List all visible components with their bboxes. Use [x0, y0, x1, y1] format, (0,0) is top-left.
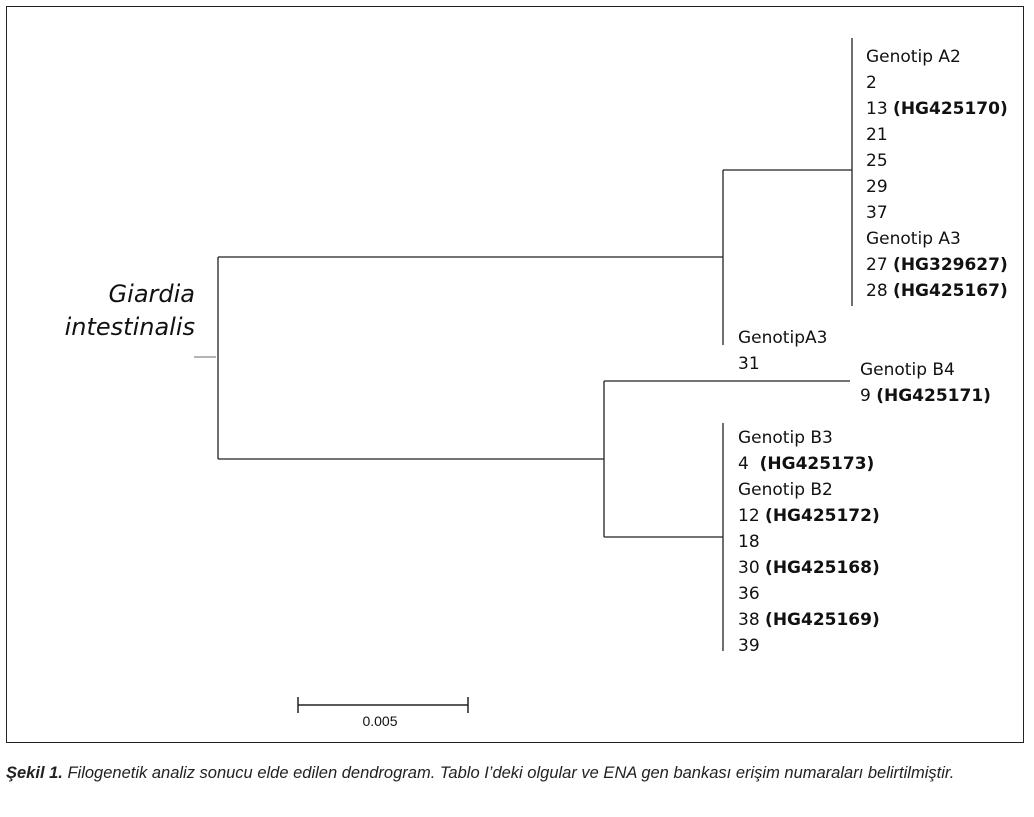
- leaf-name: 9: [860, 386, 877, 406]
- leaf-name: 36: [738, 584, 760, 604]
- leaf-name: 25: [866, 151, 888, 171]
- root-taxon-line2: intestinalis: [64, 313, 195, 341]
- leaf-name: 4: [738, 454, 760, 474]
- leaf-label: Genotip B2: [738, 477, 880, 503]
- leaf-label: 31: [738, 351, 827, 377]
- cluster-b4-labels: Genotip B4 9 (HG425171): [860, 357, 991, 409]
- leaf-label: 37: [866, 200, 1008, 226]
- leaf-name: 12: [738, 506, 766, 526]
- cluster-b3b2-labels: Genotip B3 4 (HG425173) Genotip B2 12 (HG42…: [738, 425, 880, 659]
- leaf-name: 2: [866, 73, 877, 93]
- leaf-name: 29: [866, 177, 888, 197]
- accession-number: (HG425170): [893, 99, 1008, 119]
- leaf-name: 21: [866, 125, 888, 145]
- accession-number: (HG425167): [893, 281, 1008, 301]
- accession-number: (HG425169): [765, 610, 880, 630]
- leaf-label: 4 (HG425173): [738, 451, 880, 477]
- leaf-label: Genotip B3: [738, 425, 880, 451]
- caption-text: Filogenetik analiz sonucu elde edilen de…: [62, 764, 955, 782]
- accession-number: (HG329627): [893, 255, 1008, 275]
- leaf-label: Genotip A3: [866, 226, 1008, 252]
- leaf-label: 36: [738, 581, 880, 607]
- leaf-name: 18: [738, 532, 760, 552]
- scale-bar-label: 0.005: [362, 713, 398, 729]
- dendrogram: [194, 38, 853, 713]
- leaf-label: 39: [738, 633, 880, 659]
- leaf-name: 39: [738, 636, 760, 656]
- leaf-name: 38: [738, 610, 766, 630]
- leaf-name: 13: [866, 99, 894, 119]
- accession-number: (HG425171): [876, 386, 991, 406]
- leaf-name: 27: [866, 255, 894, 275]
- leaf-label: 30 (HG425168): [738, 555, 880, 581]
- caption-prefix: Şekil 1.: [6, 764, 63, 782]
- leaf-label: 18: [738, 529, 880, 555]
- leaf-label: 9 (HG425171): [860, 383, 991, 409]
- leaf-label: Genotip A2: [866, 44, 1008, 70]
- leaf-label: 2: [866, 70, 1008, 96]
- accession-number: (HG425168): [765, 558, 880, 578]
- leaf-label: GenotipA3: [738, 325, 827, 351]
- cluster-a3-31-labels: GenotipA3 31: [738, 325, 827, 377]
- leaf-label: 38 (HG425169): [738, 607, 880, 633]
- leaf-name: Genotip B4: [860, 360, 955, 380]
- root-taxon-line1: Giardia: [108, 280, 195, 308]
- leaf-label: 12 (HG425172): [738, 503, 880, 529]
- leaf-name: Genotip B3: [738, 428, 833, 448]
- leaf-label: 25: [866, 148, 1008, 174]
- leaf-label: 13 (HG425170): [866, 96, 1008, 122]
- accession-number: (HG425172): [765, 506, 880, 526]
- leaf-name: Genotip A2: [866, 47, 961, 67]
- accession-number: (HG425173): [759, 454, 875, 474]
- leaf-name: 30: [738, 558, 766, 578]
- figure-caption: Şekil 1. Filogenetik analiz sonucu elde …: [6, 761, 1026, 786]
- leaf-label: 27 (HG329627): [866, 252, 1008, 278]
- leaf-name: 28: [866, 281, 894, 301]
- leaf-label: 29: [866, 174, 1008, 200]
- root-taxon-name: Giardia intestinalis: [30, 278, 195, 344]
- leaf-name: 31: [738, 354, 760, 374]
- leaf-label: 28 (HG425167): [866, 278, 1008, 304]
- leaf-name: Genotip B2: [738, 480, 833, 500]
- figure-frame: [6, 6, 1024, 743]
- leaf-name: GenotipA3: [738, 328, 828, 348]
- leaf-name: 37: [866, 203, 888, 223]
- leaf-name: Genotip A3: [866, 229, 961, 249]
- leaf-label: 21: [866, 122, 1008, 148]
- leaf-label: Genotip B4: [860, 357, 991, 383]
